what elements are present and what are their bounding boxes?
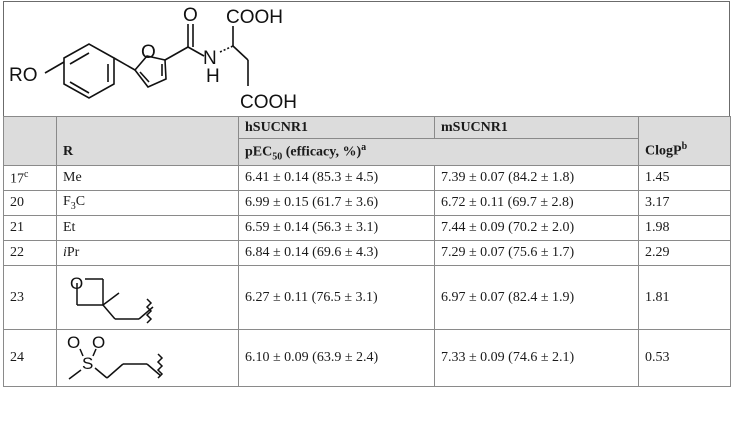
- row-m-value: 7.29 ± 0.07 (75.6 ± 1.7): [434, 240, 639, 266]
- header-r: R: [56, 116, 239, 166]
- row-m-value: 7.39 ± 0.07 (84.2 ± 1.8): [434, 165, 639, 191]
- svg-text:O: O: [141, 42, 156, 63]
- row-h-value: 6.41 ± 0.14 (85.3 ± 4.5): [238, 165, 435, 191]
- table-row: 21 Et 6.59 ± 0.14 (56.3 ± 3.1) 7.44 ± 0.…: [3, 215, 731, 241]
- row-id: 22: [3, 240, 57, 266]
- table-row: 20 F3C 6.99 ± 0.15 (61.7 ± 3.6) 6.72 ± 0…: [3, 190, 731, 216]
- row-id: 24: [3, 329, 57, 387]
- svg-text:N: N: [203, 48, 217, 69]
- row-m-value: 6.72 ± 0.11 (69.7 ± 2.8): [434, 190, 639, 216]
- table-row: 22 iPr 6.84 ± 0.14 (69.6 ± 4.3) 7.29 ± 0…: [3, 240, 731, 266]
- results-table: R hSUCNR1 mSUCNR1 ClogPb pEC50 (efficacy…: [3, 116, 731, 387]
- row-r: iPr: [56, 240, 239, 266]
- row-clogp: 0.53: [638, 329, 731, 387]
- row-m-value: 7.33 ± 0.09 (74.6 ± 2.1): [434, 329, 639, 387]
- row-h-value: 6.99 ± 0.15 (61.7 ± 3.6): [238, 190, 435, 216]
- row-clogp: 1.45: [638, 165, 731, 191]
- row-clogp: 1.98: [638, 215, 731, 241]
- svg-text:O: O: [70, 274, 83, 293]
- row-r-structure: O: [56, 265, 239, 330]
- table-row: 23 O: [3, 265, 731, 330]
- header-metric: pEC50 (efficacy, %)a: [238, 138, 639, 166]
- row-r: Me: [56, 165, 239, 191]
- header-hsucnr1: hSUCNR1: [238, 116, 435, 139]
- row-m-value: 6.97 ± 0.07 (82.4 ± 1.9): [434, 265, 639, 330]
- row-h-value: 6.27 ± 0.11 (76.5 ± 3.1): [238, 265, 435, 330]
- scheme-structure: RO O O COOH N H COOH: [9, 5, 297, 113]
- row-h-value: 6.84 ± 0.14 (69.6 ± 4.3): [238, 240, 435, 266]
- svg-text:COOH: COOH: [240, 92, 297, 113]
- svg-text:RO: RO: [9, 65, 38, 86]
- oxetane-structure-icon: O: [70, 274, 154, 324]
- svg-text:O: O: [67, 333, 80, 352]
- row-id: 20: [3, 190, 57, 216]
- row-clogp: 1.81: [638, 265, 731, 330]
- row-id: 17c: [3, 165, 57, 191]
- table-row: 17c Me 6.41 ± 0.14 (85.3 ± 4.5) 7.39 ± 0…: [3, 165, 731, 191]
- svg-text:H: H: [206, 66, 220, 87]
- figure-table: RO O O COOH N H COOH R hSUCNR1 mSUCNR1 C…: [3, 1, 731, 429]
- row-id: 23: [3, 265, 57, 330]
- svg-text:O: O: [183, 5, 198, 26]
- svg-text:COOH: COOH: [226, 7, 283, 28]
- row-m-value: 7.44 ± 0.09 (70.2 ± 2.0): [434, 215, 639, 241]
- row-h-value: 6.10 ± 0.09 (63.9 ± 2.4): [238, 329, 435, 387]
- sulfone-structure-icon: O O S: [67, 333, 164, 380]
- row-r: F3C: [56, 190, 239, 216]
- svg-text:O: O: [92, 333, 105, 352]
- row-h-value: 6.59 ± 0.14 (56.3 ± 3.1): [238, 215, 435, 241]
- header-clogp: ClogPb: [638, 116, 731, 166]
- table-row: 24 O O: [3, 329, 731, 387]
- row-r: Et: [56, 215, 239, 241]
- row-r-structure: O O S: [56, 329, 239, 387]
- chemical-scheme: RO O O COOH N H COOH: [3, 1, 730, 117]
- row-clogp: 2.29: [638, 240, 731, 266]
- header-msucnr1: mSUCNR1: [434, 116, 639, 139]
- row-clogp: 3.17: [638, 190, 731, 216]
- row-id: 21: [3, 215, 57, 241]
- header-id: [3, 116, 57, 166]
- svg-text:S: S: [82, 354, 93, 373]
